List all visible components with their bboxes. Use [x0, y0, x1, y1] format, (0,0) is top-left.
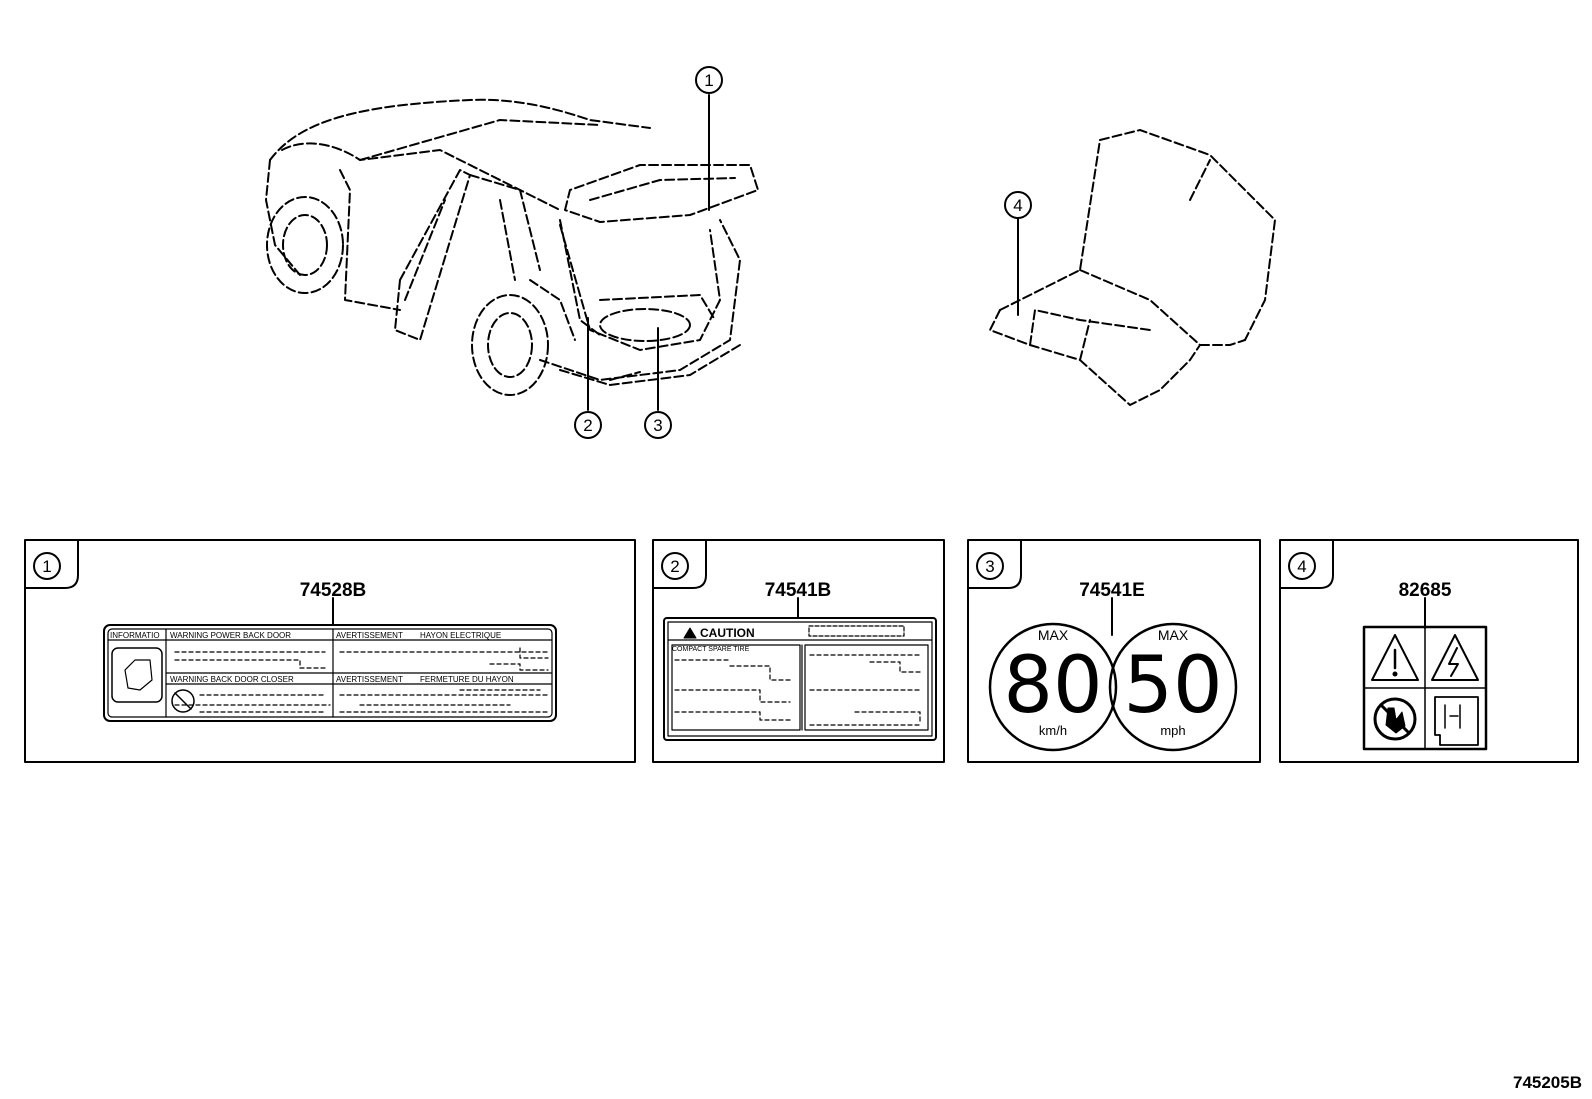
vehicle-illustration	[265, 98, 759, 396]
panel-index-circle-3	[976, 552, 1004, 580]
label-text-avertissement-2: AVERTISSEMENT	[336, 675, 403, 684]
panel-4-index: 4	[1297, 557, 1306, 576]
mph-max: MAX	[1158, 627, 1189, 643]
panel-3-frame	[967, 539, 1261, 763]
label-text-avertissement-1: AVERTISSEMENT	[336, 631, 403, 640]
panel-index-circle-2	[661, 552, 689, 580]
panel-3-index: 3	[985, 557, 994, 576]
label-text-warning-closer: WARNING BACK DOOR CLOSER	[170, 675, 294, 684]
label-text-warning-power: WARNING POWER BACK DOOR	[170, 631, 291, 640]
panel-index-circle-1	[33, 552, 61, 580]
mph-value: 50	[1123, 641, 1222, 731]
panel-1-frame	[24, 539, 636, 763]
callout-2-number: 2	[583, 416, 592, 435]
panel-index-circle-4	[1288, 552, 1316, 580]
label-82685	[1362, 625, 1488, 751]
part-number-74541E: 74541E	[1079, 580, 1145, 601]
no-touch-icon	[1373, 697, 1417, 741]
callout-circle-4	[1004, 191, 1032, 219]
label-text-fermeture: FERMETURE DU HAYON	[420, 675, 514, 684]
mph-unit: mph	[1160, 723, 1185, 738]
label-text-information: INFORMATIO	[110, 631, 160, 640]
panel-2-frame	[652, 539, 945, 763]
callout-1-number: 1	[704, 71, 713, 90]
label-text-hayon: HAYON ELECTRIQUE	[420, 631, 501, 640]
callout-4-number: 4	[1013, 196, 1022, 215]
high-voltage-icon	[1431, 634, 1479, 681]
label-74528B	[103, 624, 557, 722]
panel-2-index: 2	[670, 557, 679, 576]
callout-circle-1	[695, 66, 723, 94]
information-hand-icon	[111, 647, 163, 703]
seat-illustration	[989, 129, 1276, 406]
kmh-max: MAX	[1038, 627, 1069, 643]
panel-1-index: 1	[42, 557, 51, 576]
label-74541E	[988, 622, 1238, 752]
battery-component-icon	[1434, 696, 1479, 746]
kmh-value: 80	[1003, 641, 1102, 731]
panel-4-frame	[1279, 539, 1579, 763]
callout-circle-2	[574, 411, 602, 439]
label-74541B	[663, 617, 937, 741]
callout-circle-3	[644, 411, 672, 439]
kmh-unit: km/h	[1039, 723, 1067, 738]
speed-sign-kmh	[988, 622, 1118, 752]
label-text-caution: CAUTION	[700, 626, 755, 640]
warning-exclamation-icon	[1371, 634, 1419, 681]
speed-sign-mph	[1108, 622, 1238, 752]
label-text-compact-spare: COMPACT SPARE TIRE	[672, 646, 750, 653]
part-number-82685: 82685	[1399, 580, 1452, 601]
part-number-74528B: 74528B	[300, 580, 367, 601]
callout-3-number: 3	[653, 416, 662, 435]
part-number-74541B: 74541B	[765, 580, 832, 601]
diagram-id: 745205B	[1513, 1073, 1582, 1092]
no-hand-icon	[171, 689, 195, 713]
